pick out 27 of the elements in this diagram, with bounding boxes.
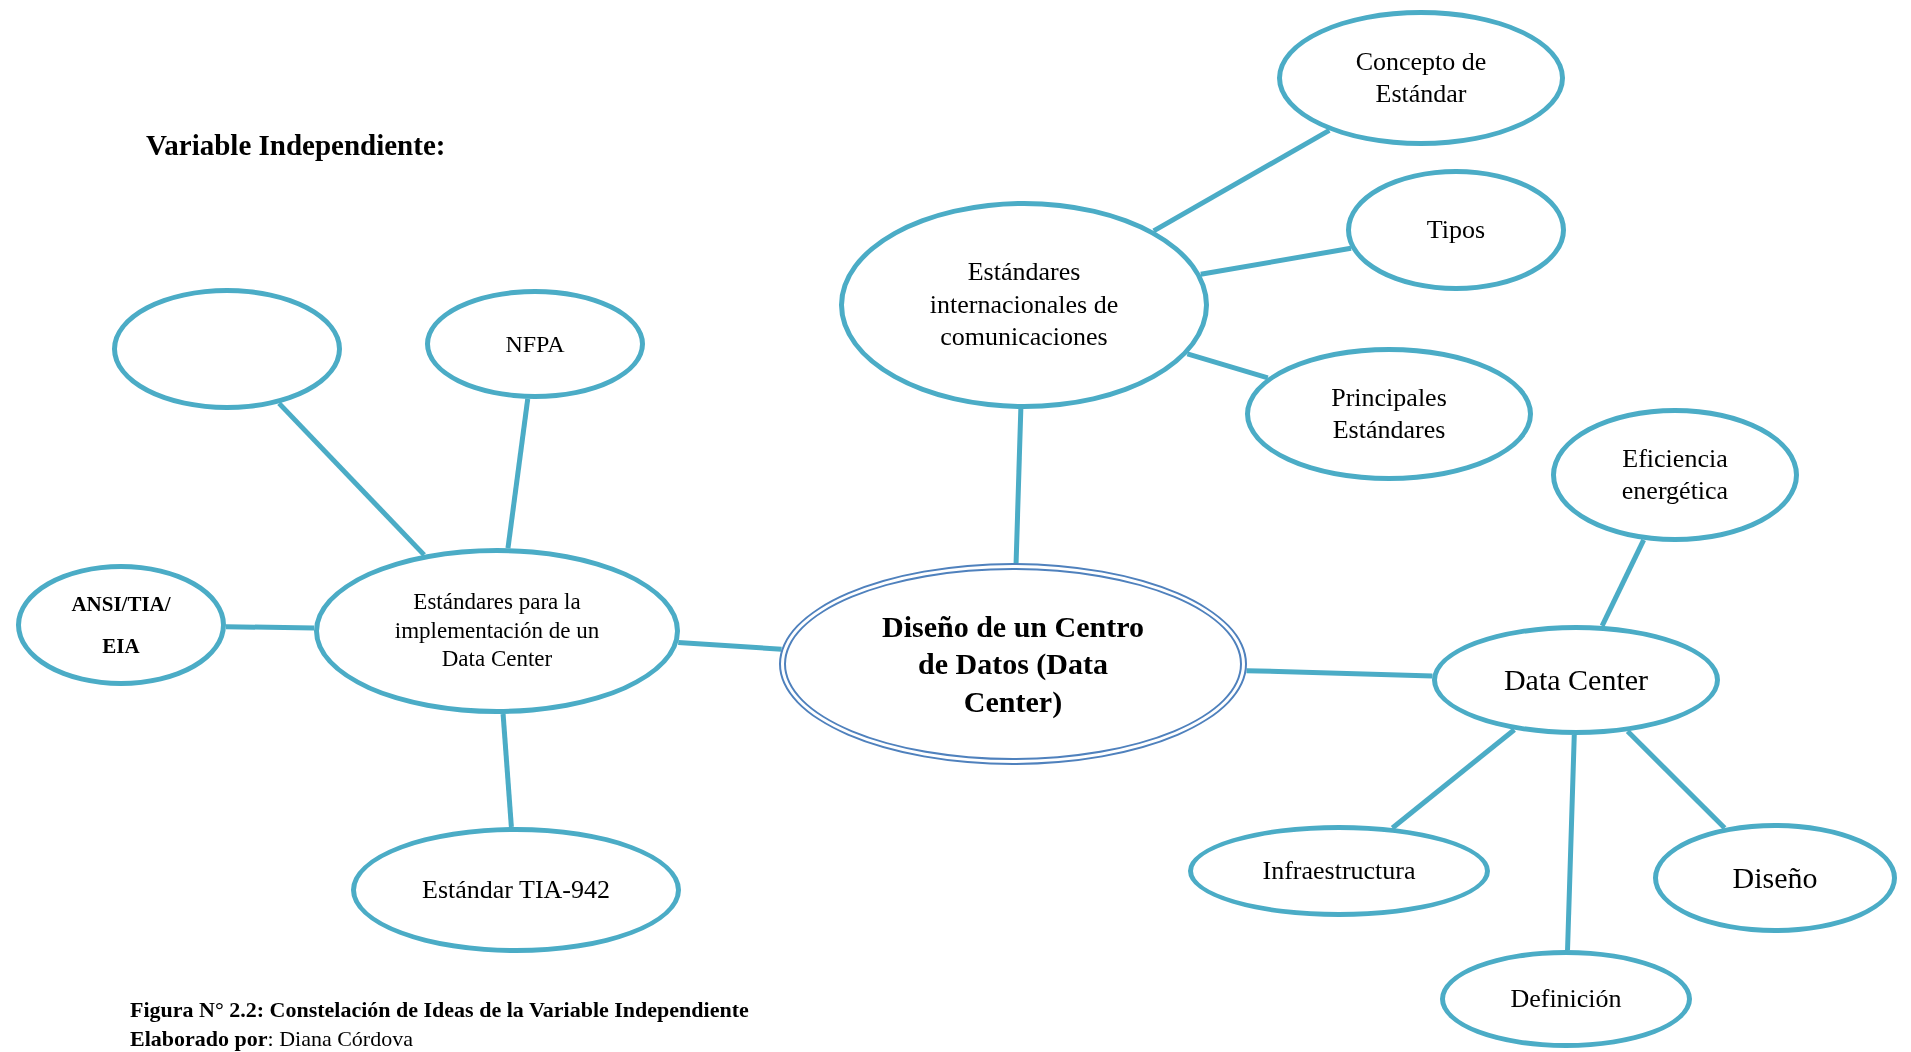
connector-line xyxy=(500,713,514,828)
node-label: Diseño xyxy=(1731,860,1819,897)
node-label: Tipos xyxy=(1425,213,1487,246)
node-label: Data Center xyxy=(1502,662,1650,699)
figure-caption: Figura N° 2.2: Constelación de Ideas de la Variable Independiente xyxy=(130,996,749,1024)
node-label: Infraestructura xyxy=(1261,854,1417,887)
heading: Variable Independiente: xyxy=(146,128,446,163)
node-label: Estándar TIA-942 xyxy=(421,873,611,906)
node-label: ANSI/TIA/ EIA xyxy=(70,591,172,660)
node-label: Principales Estándares xyxy=(1330,381,1448,446)
connector-line xyxy=(1013,408,1024,564)
credit-note: Elaborado por: Diana Córdova xyxy=(130,1024,414,1052)
connector-line xyxy=(1246,668,1433,679)
connector-line xyxy=(277,401,426,557)
connector-line xyxy=(225,624,315,631)
node-label: Eficiencia energética xyxy=(1620,442,1730,507)
node-label: Concepto de Estándar xyxy=(1354,45,1488,110)
node-label: Estándares para la implementación de un Data Center xyxy=(393,587,601,674)
connector-line xyxy=(678,640,782,652)
connector-line xyxy=(1152,128,1331,233)
node-label: Diseño de un Centro de Datos (Data Center) xyxy=(881,608,1145,720)
connector-line xyxy=(505,398,531,549)
node-label: Definición xyxy=(1509,982,1623,1015)
node-label: Estándares internacionales de comunicaciones xyxy=(928,256,1120,354)
node-label: NFPA xyxy=(504,330,566,359)
connector-line xyxy=(1565,734,1577,951)
connector-line xyxy=(1186,351,1269,381)
